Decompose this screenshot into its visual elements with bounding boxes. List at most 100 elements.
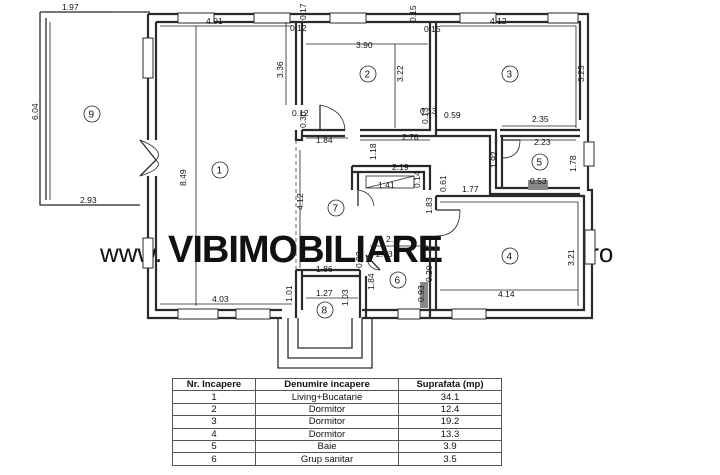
dim-label: 3.22	[395, 65, 405, 82]
dim-label: 1.86	[316, 264, 333, 274]
dim-label: 1.84	[366, 273, 376, 290]
room-number: 5	[172, 439, 256, 454]
table-row: 4 Dormitor 13.3	[172, 427, 502, 441]
room-number: 6	[172, 452, 256, 466]
room-area: 13.3	[398, 427, 502, 441]
room-area: 3.9	[398, 439, 502, 454]
dim-label: 2.78	[402, 132, 419, 142]
room-name: Baie	[255, 439, 399, 454]
dim-label: 4.12	[490, 16, 507, 26]
dim-label: 0.59	[444, 110, 461, 120]
room-number: 1	[172, 390, 256, 404]
room-marker-5: 5	[531, 153, 549, 171]
dim-label: 4.12	[295, 193, 305, 210]
dim-label: 0.13	[420, 107, 430, 124]
dim-label: 2.19	[392, 162, 409, 172]
table-row: 6 Grup sanitar 3.5	[172, 452, 502, 466]
room-number: 2	[172, 402, 256, 417]
dim-label: 0.92	[354, 251, 364, 268]
dim-label: 2.23	[534, 137, 551, 147]
svg-text:1: 1	[217, 166, 223, 177]
dim-label: 1.83	[424, 197, 434, 214]
room-area: 34.1	[398, 390, 502, 404]
dim-label: 4.14	[498, 289, 515, 299]
room-markers: 1 2 3 4 5 6 7 8 9	[83, 65, 549, 319]
dim-label: 6.04	[30, 103, 40, 120]
room-marker-6: 6	[389, 271, 407, 289]
dim-label: 8.49	[178, 169, 188, 186]
dim-label: 3.36	[275, 61, 285, 78]
dim-label: 1.84	[316, 135, 333, 145]
room-marker-8: 8	[316, 301, 334, 319]
room-marker-7: 7	[327, 199, 345, 217]
dim-label: 0.53	[530, 176, 547, 186]
svg-text:7: 7	[333, 204, 339, 215]
dim-label: 1.41	[378, 180, 395, 190]
svg-text:3: 3	[507, 70, 513, 81]
room-number: 3	[172, 415, 256, 429]
room-name: Living+Bucatarie	[255, 390, 399, 404]
dim-label: 1.78	[568, 155, 578, 172]
dim-label: 2.35	[532, 114, 549, 124]
dim-label: 0.30	[298, 111, 308, 128]
dim-label: 0.61	[438, 175, 448, 192]
legend-header-area: Suprafata (mp)	[398, 377, 502, 392]
room-number: 4	[172, 427, 256, 441]
table-row: 2 Dormitor 12.4	[172, 402, 502, 417]
dim-label: 0.12	[290, 23, 307, 33]
room-marker-9: 9	[83, 105, 101, 123]
table-row: 3 Dormitor 19.2	[172, 415, 502, 429]
dim-label: 1.77	[462, 184, 479, 194]
dim-label: 4.01	[206, 16, 223, 26]
room-area: 12.4	[398, 402, 502, 417]
dim-label: 2.03	[376, 249, 393, 259]
dim-label: 1.18	[368, 143, 378, 160]
svg-text:9: 9	[89, 110, 95, 121]
dim-label: 1.27	[316, 288, 333, 298]
room-name: Grup sanitar	[255, 452, 399, 466]
dim-label: 2.17	[386, 234, 403, 244]
floor-plan: www. VIBIMOBILIARE .ro	[30, 2, 613, 369]
dim-label: 0.17	[298, 3, 308, 20]
dim-label: 1.97	[62, 2, 79, 12]
room-name: Dormitor	[255, 415, 399, 429]
svg-text:8: 8	[322, 306, 328, 317]
entrance-porch	[277, 318, 373, 369]
svg-text:2: 2	[365, 70, 371, 81]
room-name: Dormitor	[255, 427, 399, 441]
svg-text:4: 4	[507, 252, 513, 263]
dim-label: 0.13	[420, 106, 437, 116]
legend-header-nr: Nr. Incapere	[172, 377, 256, 392]
room-marker-4: 4	[501, 247, 519, 265]
windows	[142, 12, 596, 320]
table-row: 1 Living+Bucatarie 34.1	[172, 390, 502, 404]
room-marker-3: 3	[501, 65, 519, 83]
room-marker-2: 2	[359, 65, 377, 83]
doors	[139, 104, 521, 271]
legend-header-name: Denumire incapere	[255, 377, 399, 392]
watermark-brand: VIBIMOBILIARE	[168, 229, 442, 271]
dim-label: 0.14	[412, 171, 422, 188]
legend-header-row: Nr. Incapere Denumire incapere Suprafata…	[172, 377, 502, 392]
dim-label: 2.93	[80, 195, 97, 205]
outer-walls	[146, 12, 594, 320]
dim-label: 3.90	[356, 40, 373, 50]
room-legend-table: Nr. Incapere Denumire incapere Suprafata…	[172, 377, 502, 466]
table-row: 5 Baie 3.9	[172, 439, 502, 454]
room-area: 19.2	[398, 415, 502, 429]
interior-walls	[294, 22, 584, 318]
dimension-labels: 1.97 4.01 0.12 0.17 3.90 0.15 0.15 4.12 …	[30, 2, 586, 306]
fixtures	[365, 175, 548, 308]
dim-label: 4.03	[212, 294, 229, 304]
dim-label: 3.21	[566, 249, 576, 266]
room-marker-1: 1	[211, 161, 229, 179]
dim-label: 3.23	[576, 65, 586, 82]
dim-label: 0.20	[424, 265, 434, 282]
dim-label: 0.93	[416, 285, 426, 302]
dim-label: 0.15	[424, 24, 441, 34]
room-area: 3.5	[398, 452, 502, 466]
svg-text:5: 5	[537, 158, 543, 169]
dim-label: 1.92	[489, 151, 499, 168]
dim-label: 1.01	[284, 285, 294, 302]
dim-label: 0.12	[292, 108, 309, 118]
